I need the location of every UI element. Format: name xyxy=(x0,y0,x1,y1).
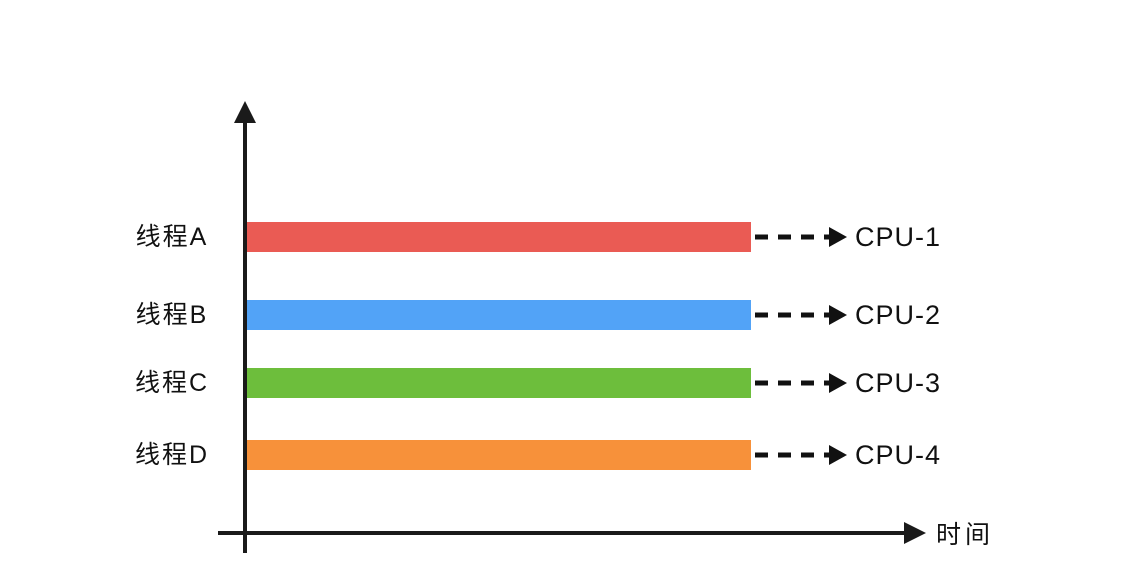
cpu-label-1: CPU-1 xyxy=(855,222,942,252)
dashed-arrow-c xyxy=(755,367,847,399)
thread-label-a: 线程A xyxy=(135,223,209,251)
cpu-label-4: CPU-4 xyxy=(855,440,942,470)
thread-row-a: 线程A CPU-1 xyxy=(0,221,1142,253)
thread-bar-b xyxy=(247,300,751,330)
thread-label-c: 线程C xyxy=(134,369,210,397)
thread-bar-a xyxy=(247,222,751,252)
thread-bar-d xyxy=(247,440,751,470)
thread-bar-c xyxy=(247,368,751,398)
y-axis-line xyxy=(243,112,247,553)
thread-row-c: 线程C CPU-3 xyxy=(0,367,1142,399)
thread-row-d: 线程D CPU-4 xyxy=(0,439,1142,471)
cpu-label-3: CPU-3 xyxy=(855,368,942,398)
x-axis-arrowhead-icon xyxy=(904,522,926,544)
thread-label-d: 线程D xyxy=(134,441,210,469)
thread-label-b: 线程B xyxy=(135,301,209,329)
x-axis-caption: 时间 xyxy=(936,521,995,549)
x-axis-line xyxy=(218,531,910,535)
dashed-arrow-a xyxy=(755,221,847,253)
dashed-arrow-d xyxy=(755,439,847,471)
cpu-label-2: CPU-2 xyxy=(855,300,942,330)
dashed-arrow-b xyxy=(755,299,847,331)
y-axis-arrowhead-icon xyxy=(234,101,256,123)
thread-row-b: 线程B CPU-2 xyxy=(0,299,1142,331)
